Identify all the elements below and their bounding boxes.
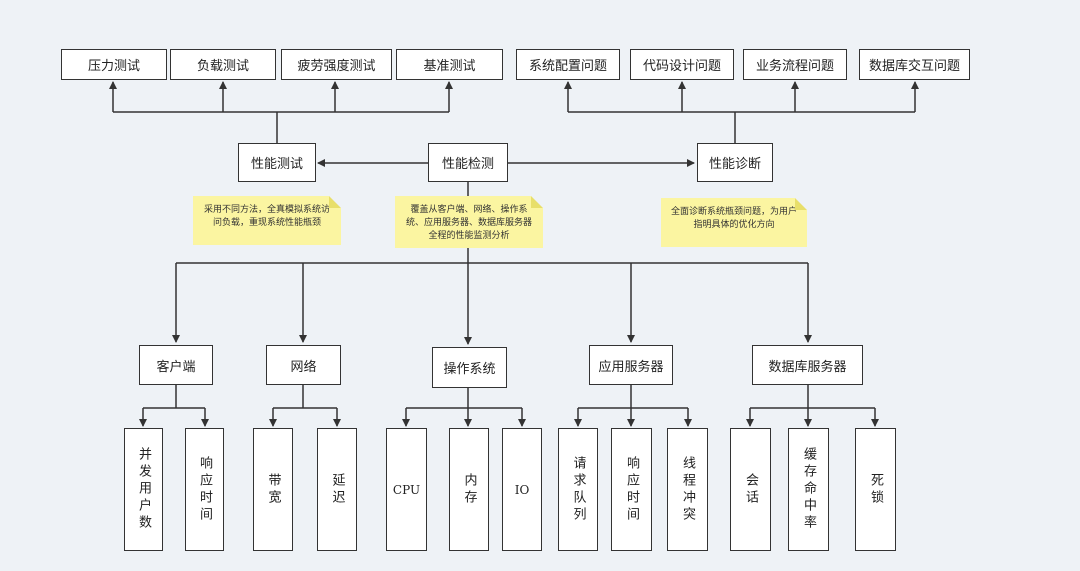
leaf-client-response-time: 响应时间: [185, 428, 224, 551]
leaf-latency: 延迟: [317, 428, 357, 551]
diag-process-problem: 业务流程问题: [743, 49, 847, 80]
leaf-cache-hit-rate: 缓存命中率: [788, 428, 829, 551]
diag-db-problem: 数据库交互问题: [859, 49, 970, 80]
category-network: 网络: [266, 345, 341, 385]
category-app-server: 应用服务器: [589, 345, 673, 385]
diag-code-problem: 代码设计问题: [630, 49, 734, 80]
leaf-cpu: CPU: [386, 428, 427, 551]
perf-test-baseline: 基准测试: [396, 49, 503, 80]
perf-test-stress: 压力测试: [61, 49, 167, 80]
leaf-deadlock: 死锁: [855, 428, 896, 551]
leaf-bandwidth: 带宽: [253, 428, 293, 551]
leaf-app-response-time: 响应时间: [611, 428, 652, 551]
note-perf-detect: 覆盖从客户端、网络、操作系统、应用服务器、数据库服务器全程的性能监测分析: [395, 196, 543, 248]
node-perf-diagnosis: 性能诊断: [697, 143, 773, 182]
leaf-io: IO: [502, 428, 542, 551]
leaf-concurrent-users: 并发用户数: [124, 428, 163, 551]
diag-config-problem: 系统配置问题: [516, 49, 620, 80]
note-perf-test: 采用不同方法，全真模拟系统访问负载，重现系统性能瓶颈: [193, 196, 341, 245]
perf-test-load: 负载测试: [170, 49, 276, 80]
node-perf-test: 性能测试: [238, 143, 316, 182]
leaf-request-queue: 请求队列: [558, 428, 598, 551]
perf-test-endurance: 疲劳强度测试: [281, 49, 392, 80]
leaf-session: 会话: [730, 428, 771, 551]
leaf-memory: 内存: [449, 428, 489, 551]
category-client: 客户端: [139, 345, 213, 385]
leaf-thread-conflict: 线程冲突: [667, 428, 708, 551]
category-os: 操作系统: [432, 347, 507, 388]
category-db-server: 数据库服务器: [752, 345, 863, 385]
note-perf-diagnosis: 全面诊断系统瓶颈问题，为用户指明具体的优化方向: [661, 198, 807, 247]
node-perf-detect: 性能检测: [428, 143, 508, 182]
